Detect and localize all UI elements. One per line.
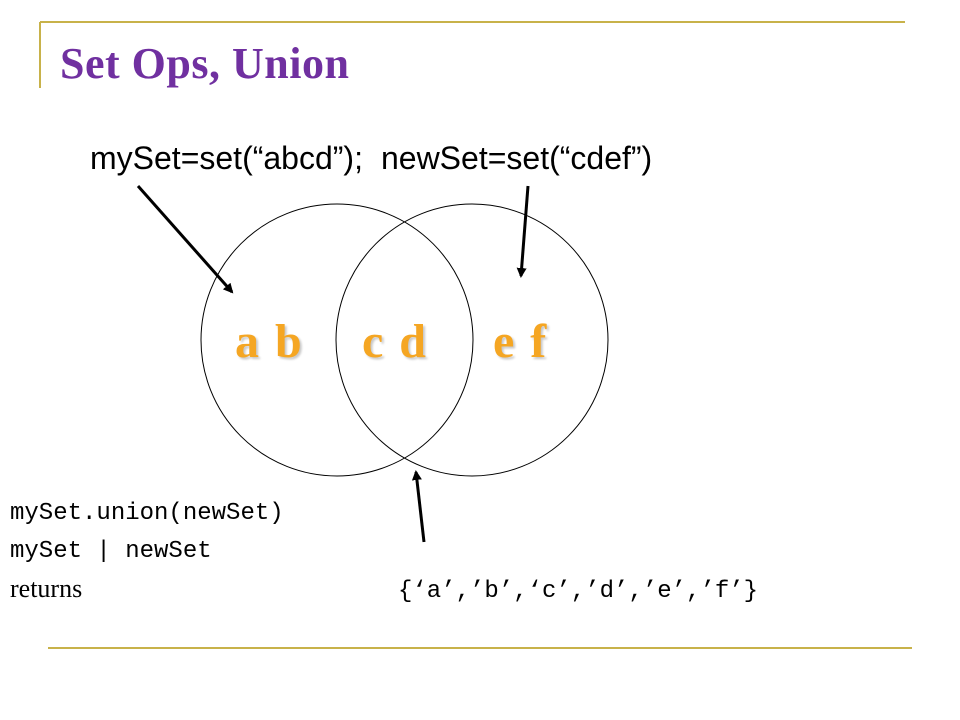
slide-title: Set Ops, Union: [60, 39, 350, 88]
newset-circle: [335, 203, 609, 477]
result-arrow: [411, 470, 426, 543]
union-result: {‘a’,’b’,‘c’,’d’,’e’,’f’}: [398, 578, 759, 605]
intersection-elements: c d: [362, 315, 428, 368]
union-operator-expression: mySet | newSet: [10, 538, 212, 565]
newset-definition: newSet=set(“cdef”): [380, 140, 653, 176]
myset-definition: mySet=set(“abcd”);: [90, 140, 363, 176]
set-definitions: mySet=set(“abcd”); newSet=set(“cdef”): [90, 140, 670, 177]
myset-only-elements: a b: [235, 315, 304, 368]
union-method-call: mySet.union(newSet): [10, 500, 284, 527]
newset-arrow: [516, 185, 530, 278]
myset-circle: [200, 203, 474, 477]
returns-label: returns: [10, 574, 83, 603]
myset-arrow: [136, 185, 234, 294]
newset-only-elements: e f: [493, 315, 549, 368]
